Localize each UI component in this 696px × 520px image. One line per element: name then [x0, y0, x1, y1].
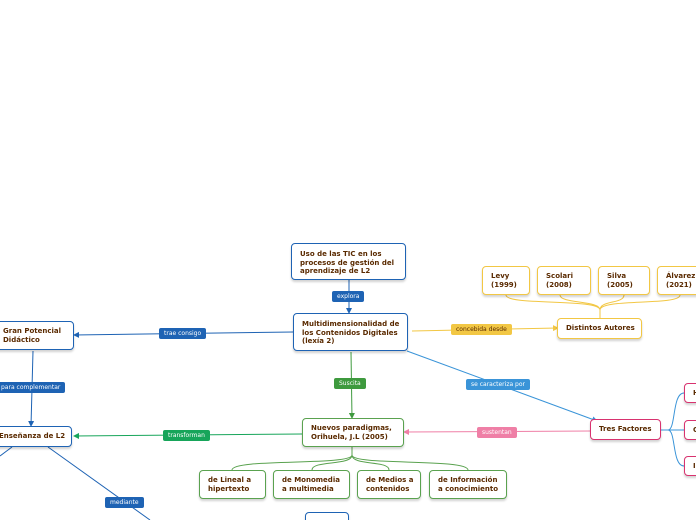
- node-distintos-autores-text: Distintos Autores: [566, 324, 635, 333]
- label-transforman[interactable]: transforman: [163, 430, 210, 441]
- node-silva[interactable]: Silva (2005): [598, 266, 650, 295]
- node-gran-potencial-text: Gran Potencial Didáctico: [3, 327, 62, 344]
- link-factors-branches: [661, 392, 685, 467]
- node-tres-factores-text: Tres Factores: [599, 425, 652, 434]
- label-explora[interactable]: explora: [332, 291, 365, 302]
- node-multidimensionalidad[interactable]: Multidimensionalidad de los Contenidos D…: [293, 313, 408, 351]
- node-ensenanza-l2[interactable]: Enseñanza de L2: [0, 426, 72, 447]
- node-informacion-conocimiento-text: de Información a conocimiento: [438, 476, 499, 493]
- link-mediante: [47, 446, 151, 520]
- node-uso-tic[interactable]: Uso de las TIC en los procesos de gestió…: [291, 243, 406, 280]
- link-paradigms-branches: [231, 447, 469, 471]
- label-trae-consigo[interactable]: trae consigo: [159, 328, 207, 339]
- node-gran-potencial[interactable]: Gran Potencial Didáctico: [0, 321, 74, 350]
- link-ensenanza-left: [0, 446, 13, 457]
- node-ensenanza-l2-text: Enseñanza de L2: [0, 432, 66, 441]
- node-levy[interactable]: Levy (1999): [482, 266, 530, 295]
- node-factor-1-text: H: [693, 389, 696, 398]
- node-alvarez-text: Álvarez (2021): [666, 272, 696, 289]
- node-nuevos-paradigmas-text: Nuevos paradigmas, Orihuela, J.L (2005): [311, 424, 392, 441]
- node-partial-bottom[interactable]: [305, 512, 349, 520]
- label-sustentan[interactable]: sustentan: [477, 427, 517, 438]
- node-medios-contenidos[interactable]: de Medios a contenidos: [357, 470, 421, 499]
- node-informacion-conocimiento[interactable]: de Información a conocimiento: [429, 470, 507, 499]
- node-factor-2[interactable]: C: [684, 420, 696, 440]
- node-scolari-text: Scolari (2008): [546, 272, 573, 289]
- node-factor-2-text: C: [693, 426, 696, 435]
- node-factor-1[interactable]: H: [684, 383, 696, 403]
- node-distintos-autores[interactable]: Distintos Autores: [557, 318, 642, 339]
- node-scolari[interactable]: Scolari (2008): [537, 266, 591, 295]
- node-nuevos-paradigmas[interactable]: Nuevos paradigmas, Orihuela, J.L (2005): [302, 418, 404, 447]
- node-lineal-hipertexto-text: de Lineal a hipertexto: [208, 476, 252, 493]
- label-se-caracteriza-por[interactable]: se caracteriza por: [466, 379, 530, 390]
- label-para-complementar[interactable]: para complementar: [0, 382, 66, 393]
- node-medios-contenidos-text: de Medios a contenidos: [366, 476, 414, 493]
- node-multidimensionalidad-text: Multidimensionalidad de los Contenidos D…: [302, 320, 400, 345]
- label-mediante[interactable]: mediante: [105, 497, 144, 508]
- node-silva-text: Silva (2005): [607, 272, 633, 289]
- node-uso-tic-text: Uso de las TIC en los procesos de gestió…: [300, 250, 395, 275]
- node-alvarez[interactable]: Álvarez (2021): [657, 266, 696, 295]
- node-tres-factores[interactable]: Tres Factores: [590, 419, 661, 440]
- label-concebida-desde[interactable]: concebida desde: [451, 324, 512, 335]
- link-authors-branches: [505, 294, 681, 318]
- node-monomedia-multimedia-text: de Monomedia a multimedia: [282, 476, 340, 493]
- node-factor-3[interactable]: I: [684, 456, 696, 476]
- node-levy-text: Levy (1999): [491, 272, 517, 289]
- node-monomedia-multimedia[interactable]: de Monomedia a multimedia: [273, 470, 350, 499]
- label-suscita[interactable]: Suscita: [334, 378, 366, 389]
- node-lineal-hipertexto[interactable]: de Lineal a hipertexto: [199, 470, 266, 499]
- node-factor-3-text: I: [693, 461, 696, 470]
